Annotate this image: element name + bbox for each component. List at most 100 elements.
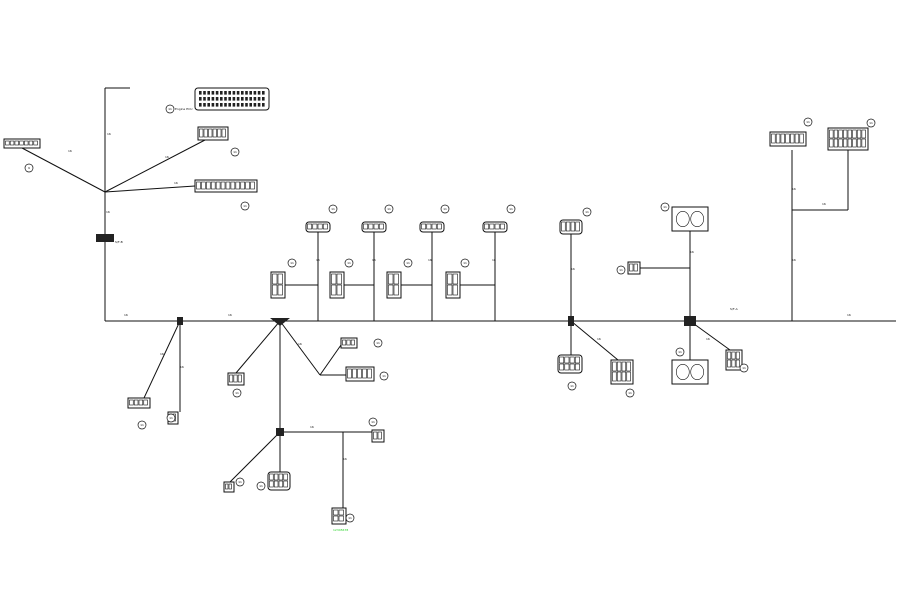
connector-pin: [201, 181, 206, 190]
connector-pin: [421, 223, 427, 230]
connector-pin: [847, 138, 852, 148]
wire-label: 16: [597, 337, 601, 341]
connector-pin: [199, 91, 202, 95]
connector-pin: [224, 103, 227, 107]
callout-number: 11: [443, 207, 447, 211]
callout-number: 11: [243, 204, 247, 208]
connector-pin: [336, 284, 342, 296]
callout-circle: [240, 201, 250, 211]
connector-pin: [33, 140, 38, 146]
connector-pin: [574, 356, 580, 364]
callout: 11: [616, 265, 626, 275]
connector-pin: [565, 221, 571, 232]
connector-c16: [769, 131, 807, 147]
callout: 11: [379, 371, 389, 381]
connector-pin: [236, 97, 240, 101]
connector-pin: [843, 138, 848, 148]
connector-pin: [575, 221, 580, 232]
callout: 9: [24, 163, 34, 173]
connector-pin: [676, 211, 690, 227]
connector-c10: [329, 271, 345, 299]
wire-label: 16: [68, 149, 72, 153]
callout-number: 11: [509, 207, 513, 211]
connector-pin: [307, 223, 313, 230]
connector-pin: [317, 223, 323, 230]
splice-left: [96, 234, 114, 242]
connector-pin: [249, 97, 252, 101]
connector-pin: [232, 91, 236, 95]
connector-pin: [731, 351, 736, 360]
connectors: [3, 87, 869, 525]
callout-circle: [660, 202, 670, 212]
wire-label: 16: [372, 258, 376, 262]
callout-number: 11: [663, 205, 667, 209]
callout-number: 11: [628, 391, 632, 395]
connector-pin: [621, 371, 627, 382]
connector-c04: [194, 179, 258, 193]
connector-pin: [215, 91, 219, 95]
connector-c14: [671, 206, 709, 232]
connector-pin: [559, 356, 565, 364]
callout-circle: [803, 117, 813, 127]
connector-pin: [228, 103, 231, 107]
callout-circle: [235, 477, 245, 487]
connector-pin: [245, 97, 248, 101]
callout: 11: [345, 513, 355, 523]
connector-pin: [211, 97, 215, 101]
connector-pin: [225, 483, 229, 490]
wire-label: 16: [706, 337, 710, 341]
connector-pin: [612, 361, 617, 372]
connector-pin: [28, 140, 34, 146]
connector-pin: [253, 103, 257, 107]
connector-pin: [206, 181, 211, 190]
splice-right: [684, 316, 696, 326]
wire-label: 16: [822, 202, 826, 206]
connector-c21: [340, 337, 358, 349]
connector-pin: [241, 103, 244, 107]
connector-pin: [207, 97, 210, 101]
connector-pin: [612, 371, 617, 382]
connector-pin: [283, 473, 288, 481]
to-c30: [689, 320, 731, 351]
connector-pin: [237, 374, 242, 383]
callout-circle: [230, 147, 240, 157]
connector-pin: [240, 181, 245, 190]
callout-circle: [739, 363, 749, 373]
callout-number: 11: [570, 384, 574, 388]
callout: 11: [675, 347, 685, 357]
connector-pin: [494, 223, 500, 230]
callout-circle: [379, 371, 389, 381]
callout-circle: [137, 420, 147, 430]
connector-pin: [352, 368, 357, 379]
wire-label: 16: [106, 210, 110, 214]
connector-pin: [333, 509, 339, 516]
connector-pin: [24, 140, 29, 146]
connector-pin: [220, 103, 223, 107]
connector-pin: [215, 181, 221, 190]
callout-number: 11: [348, 516, 352, 520]
callout-circle: [403, 258, 413, 268]
connector-c11: [386, 271, 402, 299]
connector-pin: [393, 273, 399, 285]
connector-pin: [368, 223, 374, 230]
connector-c12: [445, 271, 461, 299]
callout-number: 11: [259, 484, 263, 488]
callout-circle: [373, 338, 383, 348]
callout-number: 11: [238, 480, 242, 484]
connector-pin: [262, 103, 265, 107]
wire-label: 16: [492, 258, 496, 262]
connector-pin: [347, 368, 352, 379]
connector-pin: [277, 273, 283, 285]
wire-label: 16: [228, 313, 232, 317]
callout-number: 11: [376, 341, 380, 345]
connector-pin: [852, 129, 857, 139]
connector-pin: [228, 483, 232, 490]
connector-pin: [224, 91, 227, 95]
connector-pin: [794, 133, 800, 144]
callout-number: 11: [585, 210, 589, 214]
connector-pin: [393, 284, 399, 296]
callout: 11: [373, 338, 383, 348]
callout-number: 11: [290, 261, 294, 265]
callout-circle: [368, 417, 378, 427]
